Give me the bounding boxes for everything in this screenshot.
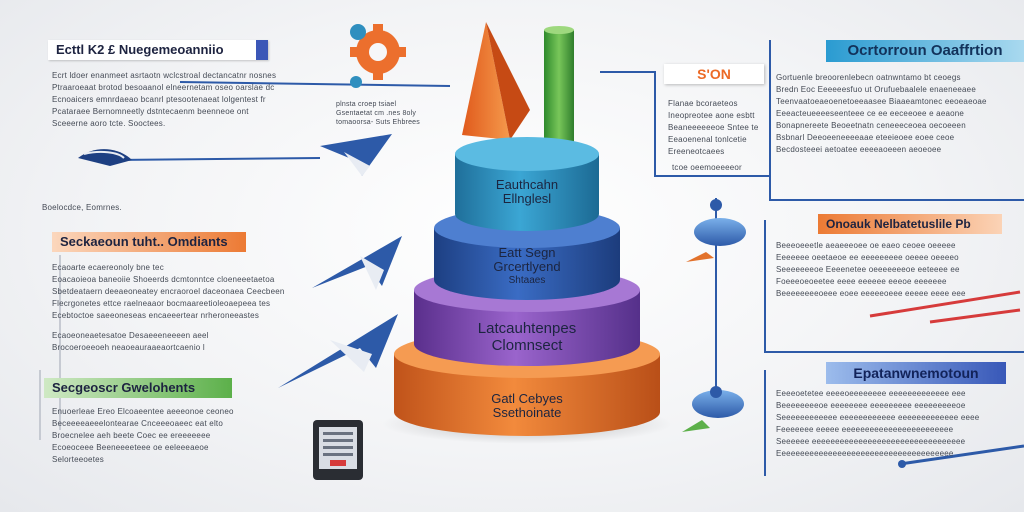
gear-icon bbox=[350, 24, 406, 88]
right-label-2: S'ON bbox=[664, 64, 764, 84]
red-pen-icon-1 bbox=[869, 290, 1021, 324]
right-paragraph-1: Gortuenle breoorenlebecn oatnwntamo bt c… bbox=[776, 73, 987, 154]
left-label-1: Ecttl K2 £ Nuegemeoanniio bbox=[48, 40, 268, 60]
blue-oval-icon-2 bbox=[682, 390, 744, 432]
blue-oval-icon-1 bbox=[686, 218, 746, 262]
blue-pen-icon bbox=[898, 444, 1024, 468]
left-connectors bbox=[39, 81, 451, 440]
top-pillars bbox=[462, 22, 574, 150]
right-label-4: Epatanwnemotoun bbox=[826, 362, 1006, 384]
arrow-icon-3 bbox=[278, 314, 398, 388]
right-label-1: Ocrtorroun Oaaffrtion bbox=[826, 40, 1024, 62]
right-label-3: Onoauk Nelbatetuslile Pb bbox=[818, 214, 1002, 234]
pen-icon bbox=[78, 149, 132, 166]
right-connectors bbox=[600, 40, 1024, 476]
left-label-2: Seckaeoun tuht.. Omdiants bbox=[52, 232, 246, 252]
connector-node bbox=[710, 199, 722, 211]
arrow-icon-2 bbox=[312, 236, 402, 290]
left-paragraph-1: Ecrt ldoer enanmeet asrtaotn wclcstroal … bbox=[52, 71, 277, 128]
left-paragraph-5: Enuoerleae Ereo Elcoaeentee aeeeonoe ceo… bbox=[52, 407, 234, 464]
left-label-3: Secgeoscr Gwelohents bbox=[44, 378, 232, 398]
right-paragraph-4: Beeeoeeetle aeaeeeoee oe eaeo ceoee oeee… bbox=[776, 241, 966, 298]
left-paragraph-2: Boelocdce, Eomrnes. bbox=[42, 203, 122, 212]
right-paragraph-5: Eeeeoetetee eeeeoeeeeeeee eeeeeeeeeeeee … bbox=[776, 389, 980, 458]
tablet-icon bbox=[313, 420, 363, 480]
arrow-icon-1 bbox=[320, 134, 392, 176]
right-paragraph-3: tcoe oeemoeeeeor bbox=[672, 163, 742, 172]
connector-node bbox=[710, 386, 722, 398]
pyramid-tier-1 bbox=[455, 137, 599, 231]
